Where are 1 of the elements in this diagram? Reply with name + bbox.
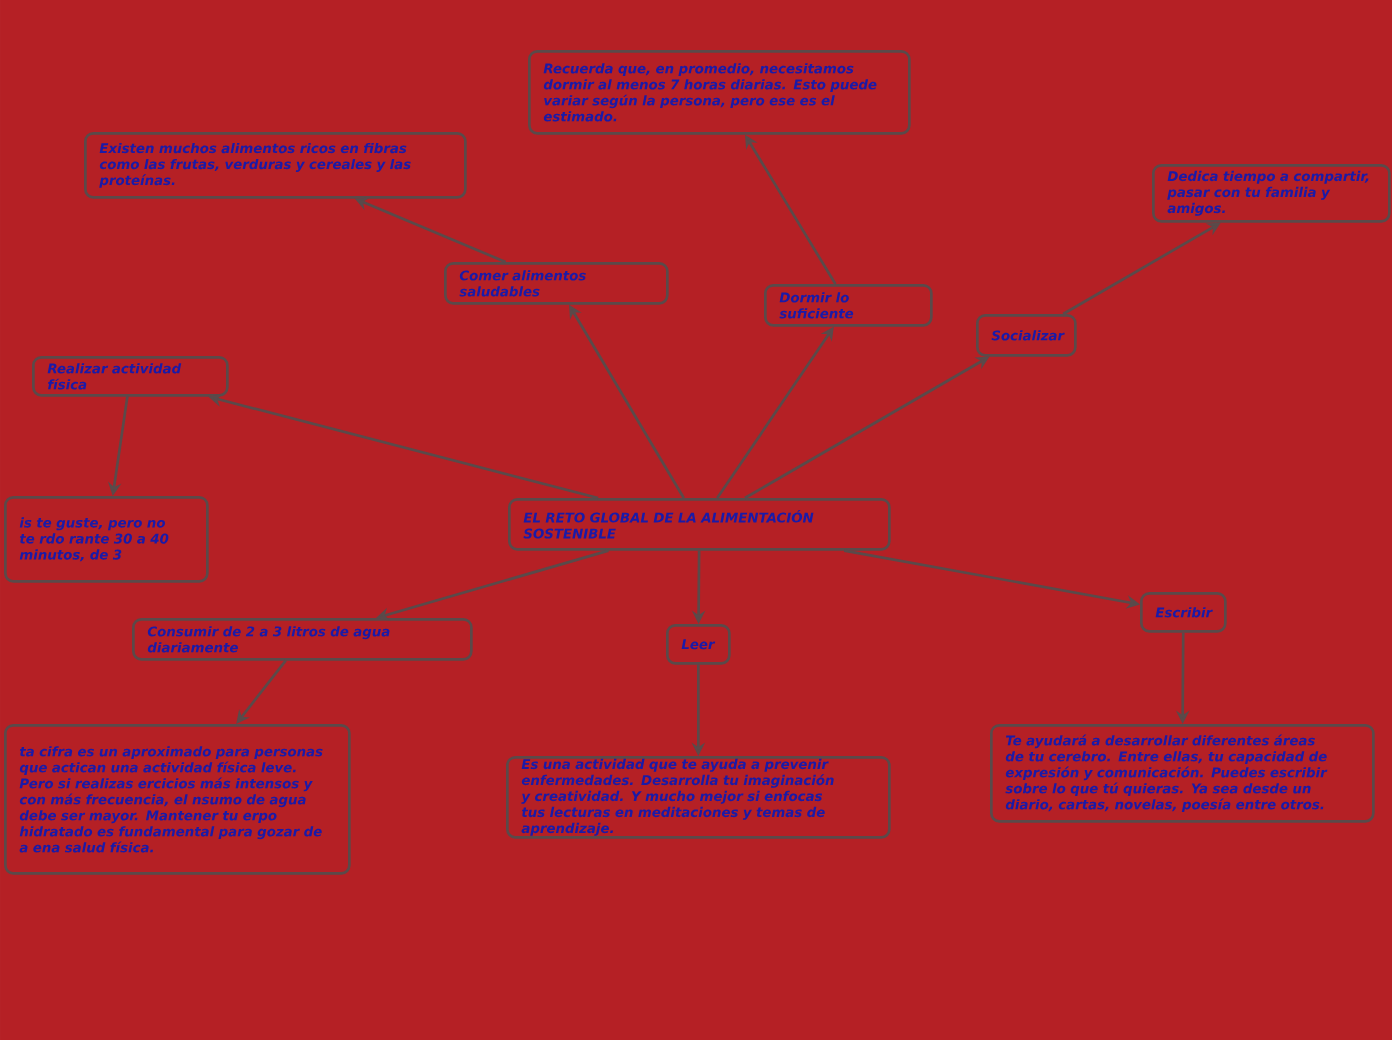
arrow — [236, 659, 287, 724]
